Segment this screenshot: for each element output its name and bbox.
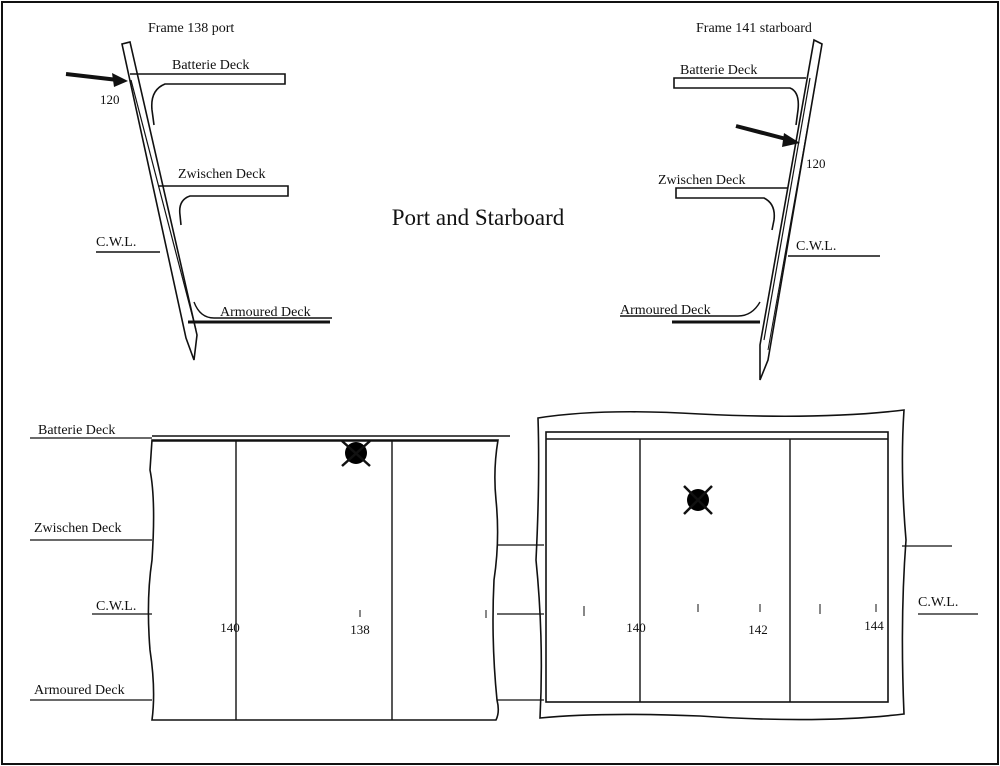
elev-batterie-label: Batterie Deck [38,423,115,438]
starboard-frame-label: Frame 141 starboard [696,21,812,36]
starboard-marker-label: 120 [806,156,826,171]
port-cwl-label: C.W.L. [96,235,136,250]
port-plate-outline [147,439,500,721]
starboard-arrow-shaft [735,124,791,142]
port-arrow-head [112,73,128,87]
port-marker-label: 120 [100,92,120,107]
port-shell-hit-cross-2 [341,440,371,467]
elev-zwischen-label: Zwischen Deck [34,521,121,536]
starboard-plate-outline [535,409,907,721]
port-armoured-deck-bracket [193,301,332,319]
port-section: Frame 138 port Batterie Deck Zwischen De… [65,21,332,361]
port-zwischen-deck [158,185,289,226]
port-hull-inner-line [130,79,197,331]
port-frame-label: Frame 138 port [148,21,234,36]
starboard-zwischen-deck [675,187,788,231]
starboard-armoured-deck-bracket [620,301,761,317]
starboard-armoured-label: Armoured Deck [620,303,711,318]
starboard-arrow-head [782,133,800,147]
starboard-hull-inner-line [763,77,811,341]
port-hull-plate [121,41,198,361]
port-arrow-shaft [65,72,119,82]
starboard-elev-cwl-label: C.W.L. [918,595,958,610]
starboard-section: Frame 141 starboard Batterie Deck Zwisch… [620,21,880,381]
port-zwischen-label: Zwischen Deck [178,167,265,182]
starboard-frame-label-144: 144 [864,618,884,633]
starboard-frame-label-142: 142 [748,622,768,637]
port-armoured-label: Armoured Deck [220,305,311,320]
elev-cwl-label: C.W.L. [96,599,136,614]
elev-armoured-label: Armoured Deck [34,683,125,698]
port-frame-label-140: 140 [220,620,240,635]
starboard-elevation: 140 142 144 C.W.L. [535,409,978,721]
starboard-batterie-label: Batterie Deck [680,63,757,78]
starboard-cwl-label: C.W.L. [796,239,836,254]
diagram-title: Port and Starboard [392,205,565,230]
starboard-hull-plate [759,38,823,381]
port-elevation: Batterie Deck Zwischen Deck C.W.L. Armou… [30,423,510,721]
port-batterie-deck [130,73,286,126]
starboard-hull-inner-line-2 [767,79,817,351]
starboard-frame-label-140: 140 [626,620,646,635]
starboard-zwischen-label: Zwischen Deck [658,173,745,188]
port-frame-label-138: 138 [350,622,370,637]
starboard-plate-panel [545,431,889,703]
starboard-batterie-deck [673,77,806,126]
port-batterie-label: Batterie Deck [172,58,249,73]
starboard-shell-hit-cross-2 [683,485,713,515]
